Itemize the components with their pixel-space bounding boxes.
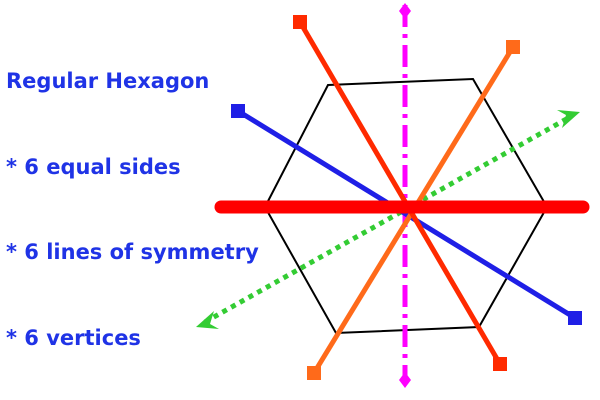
- magenta-diamond-bottom: [399, 372, 411, 388]
- magenta-diamond-top: [399, 3, 411, 19]
- caption-line-sides: * 6 equal sides: [6, 154, 181, 179]
- caption-title: Regular Hexagon: [6, 69, 210, 93]
- caption-block: Regular Hexagon * 6 equal sides * 6 line…: [6, 10, 259, 381]
- caption-line-vertices: * 6 vertices: [6, 325, 141, 350]
- symmetry-line-green: [203, 114, 572, 325]
- symmetry-line-red: [297, 20, 503, 366]
- blue-end-square-left: [231, 104, 245, 118]
- red-end-square-top: [293, 15, 307, 29]
- orange-end-square-bottom: [307, 366, 321, 380]
- green-arrow-head-right: [557, 110, 580, 128]
- caption-line-symmetry: * 6 lines of symmetry: [6, 240, 259, 264]
- red-end-square-bottom: [493, 357, 507, 371]
- symmetry-line-blue: [236, 108, 577, 321]
- green-arrow-head-left: [196, 311, 219, 329]
- blue-end-square-right: [568, 311, 582, 325]
- orange-end-square-top: [506, 40, 520, 54]
